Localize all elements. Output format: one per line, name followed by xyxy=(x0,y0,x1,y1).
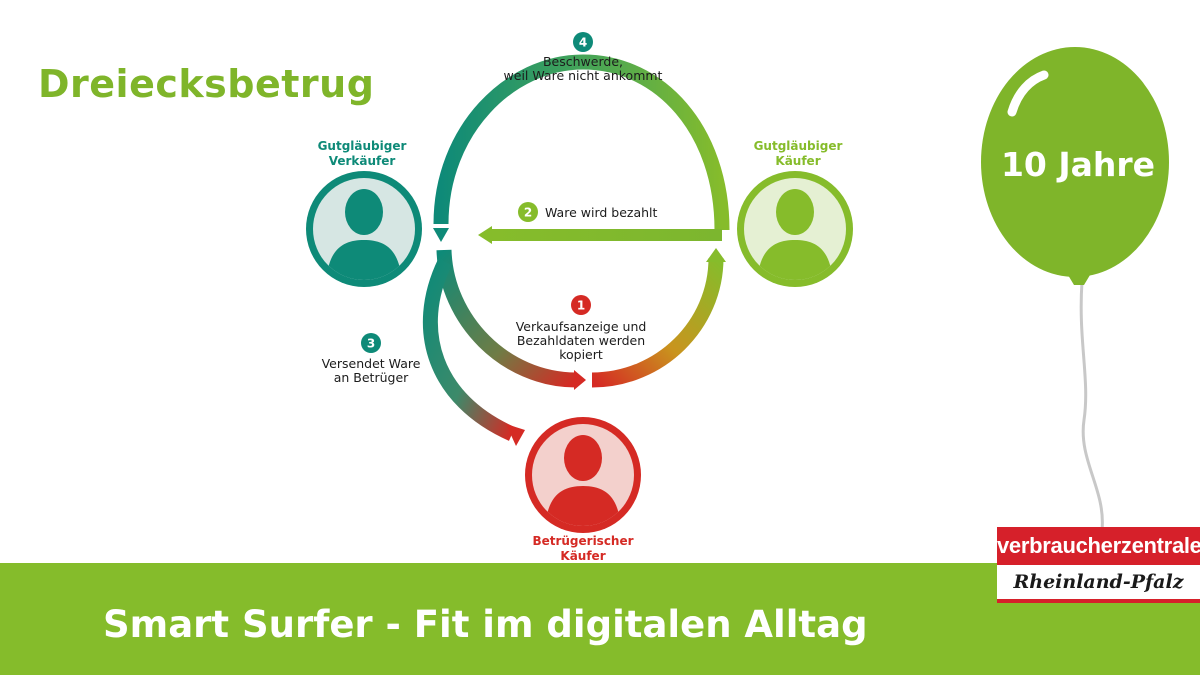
verbraucherzentrale-logo: verbraucherzentrale Rheinland-Pfalz xyxy=(997,527,1200,603)
step-2-number: 2 xyxy=(524,206,532,220)
step-1-text-line3: kopiert xyxy=(559,347,603,362)
step-2: 2 Ware wird bezahlt xyxy=(518,202,658,222)
buyer-label-line1: Gutgläubiger xyxy=(754,139,843,153)
actor-seller: Gutgläubiger Verkäufer xyxy=(306,139,422,287)
step-4-text-line2: weil Ware nicht ankommt xyxy=(504,68,663,83)
footer-text: Smart Surfer - Fit im digitalen Alltag xyxy=(103,603,868,646)
step-4-number: 4 xyxy=(579,36,587,50)
balloon-highlight xyxy=(1007,70,1049,117)
page-title: Dreiecksbetrug xyxy=(38,62,375,106)
balloon: 10 Jahre xyxy=(981,47,1169,531)
step-1-text-line2: Bezahldaten werden xyxy=(517,333,645,348)
step-4: 4 Beschwerde, weil Ware nicht ankommt xyxy=(504,32,663,83)
logo-bottom-text: Rheinland-Pfalz xyxy=(997,565,1200,603)
step-number-badge xyxy=(518,202,538,222)
fraudster-label-line1: Betrügerischer xyxy=(532,534,633,548)
actor-buyer: Gutgläubiger Käufer xyxy=(737,139,853,287)
balloon-body xyxy=(981,47,1169,277)
arrow-step-3 xyxy=(422,258,525,446)
step-1: 1 Verkaufsanzeige und Bezahldaten werden… xyxy=(516,295,647,362)
seller-label-line1: Gutgläubiger xyxy=(318,139,407,153)
buyer-label-line2: Käufer xyxy=(775,154,820,168)
balloon-string xyxy=(1079,281,1104,531)
actor-fraudster: Betrügerischer Käufer xyxy=(525,417,641,563)
fraudster-label-line2: Käufer xyxy=(560,549,605,563)
step-4-text-line1: Beschwerde, xyxy=(543,54,623,69)
step-1-text-line1: Verkaufsanzeige und xyxy=(516,319,647,334)
arrow-step-2 xyxy=(478,226,722,244)
balloon-knot xyxy=(1068,275,1090,285)
step-number-badge xyxy=(573,32,593,52)
arrow-step-1 xyxy=(436,248,726,390)
step-1-number: 1 xyxy=(577,299,585,313)
step-2-text: Ware wird bezahlt xyxy=(545,205,658,220)
step-3-number: 3 xyxy=(367,337,375,351)
logo-top-text: verbraucherzentrale xyxy=(997,527,1200,565)
step-number-badge xyxy=(361,333,381,353)
step-3-text-line1: Versendet Ware xyxy=(322,356,421,371)
step-number-badge xyxy=(571,295,591,315)
arrow-step-4 xyxy=(433,54,730,242)
step-3: 3 Versendet Ware an Betrüger xyxy=(322,333,421,385)
step-3-text-line2: an Betrüger xyxy=(334,370,409,385)
balloon-text: 10 Jahre xyxy=(1001,145,1155,184)
seller-label-line2: Verkäufer xyxy=(329,154,396,168)
